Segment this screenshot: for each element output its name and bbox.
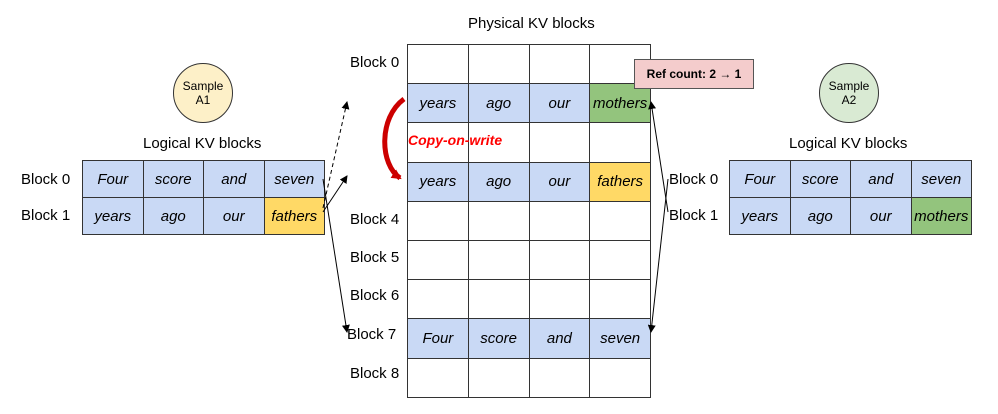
physical-block-label-6: Block 6 xyxy=(350,287,400,304)
copy-on-write-label: Copy-on-write xyxy=(408,132,503,148)
physical-block-label-7: Block 7 xyxy=(347,326,397,343)
physical-block-label-0: Block 0 xyxy=(350,54,400,71)
physical-block-cell xyxy=(528,357,591,398)
copy-on-write-arrow xyxy=(382,96,406,181)
physical-block-cell xyxy=(528,240,591,281)
a1-block-label-1: Block 1 xyxy=(21,207,71,224)
a2-logical-block-cell: seven xyxy=(910,160,972,198)
sample-a2-circle: Sample A2 xyxy=(819,63,879,123)
physical-block-cell xyxy=(407,357,469,398)
physical-block-cell xyxy=(467,357,530,398)
a1-logical-block-cell: score xyxy=(142,160,204,198)
physical-block-cell xyxy=(467,200,530,241)
a2-logical-block-cell: mothers xyxy=(910,197,972,235)
a2-logical-block-cell: score xyxy=(789,160,851,198)
a1-logical-block-cell: seven xyxy=(263,160,325,198)
physical-block-cell: score xyxy=(467,318,530,359)
physical-block-cell: Four xyxy=(407,318,469,359)
sample-a1-circle: Sample A1 xyxy=(173,63,233,123)
physical-block-label-8: Block 8 xyxy=(350,365,400,382)
a1-logical-block-cell: fathers xyxy=(263,197,325,235)
a2-block-label-0: Block 0 xyxy=(669,171,719,188)
sample-a2-label: Sample A2 xyxy=(828,79,870,107)
a1-logical-block-cell: ago xyxy=(142,197,204,235)
physical-block-cell xyxy=(407,240,469,281)
physical-block-label-4: Block 4 xyxy=(350,211,400,228)
physical-block-cell: and xyxy=(528,318,591,359)
physical-block-cell: our xyxy=(528,161,591,202)
arrow-a2-block0-to-block7 xyxy=(647,178,669,333)
physical-block-cell xyxy=(407,44,469,85)
arrow-a2-block1-to-block1 xyxy=(648,101,669,213)
physical-block-cell xyxy=(467,44,530,85)
a1-logical-block-cell: years xyxy=(82,197,144,235)
physical-block-cell xyxy=(528,200,591,241)
physical-block-label-5: Block 5 xyxy=(350,249,400,266)
arrow-a1-block1-to-block3 xyxy=(322,175,348,213)
a2-logical-block-cell: our xyxy=(850,197,912,235)
physical-block-cell: ago xyxy=(467,161,530,202)
a1-logical-block-cell: our xyxy=(203,197,265,235)
physical-block-cell: years xyxy=(407,161,469,202)
a2-logical-block-cell: ago xyxy=(789,197,851,235)
sample-a1-label: Sample A1 xyxy=(182,79,224,107)
a1-logical-block-cell: Four xyxy=(82,160,144,198)
physical-block-cell xyxy=(589,122,651,163)
a1-block-label-0: Block 0 xyxy=(21,171,71,188)
arrow-a1-block1-old-dashed xyxy=(322,101,350,209)
a2-logical-block-cell: and xyxy=(850,160,912,198)
a2-block-label-1: Block 1 xyxy=(669,207,719,224)
a1-logical-title: Logical KV blocks xyxy=(143,135,262,152)
arrow-a1-block0-to-block7 xyxy=(322,178,350,333)
physical-block-cell xyxy=(589,357,651,398)
a2-logical-title: Logical KV blocks xyxy=(789,135,908,152)
physical-kv-title: Physical KV blocks xyxy=(468,15,595,32)
physical-block-cell xyxy=(589,200,651,241)
physical-block-cell: years xyxy=(407,83,469,124)
physical-block-cell xyxy=(528,279,591,320)
ref-count-box: Ref count: 2 → 1 xyxy=(634,59,754,89)
